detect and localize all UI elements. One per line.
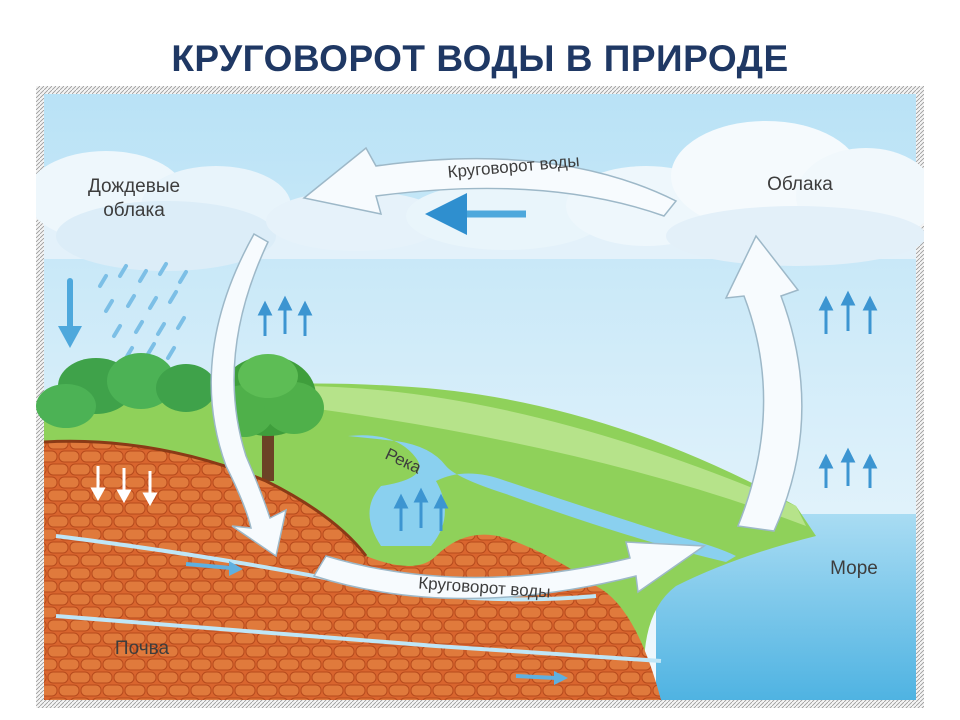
cycle-arrow-right — [724, 234, 803, 532]
infiltration-arrows — [90, 466, 158, 507]
page-title: КРУГОВОРОТ ВОДЫ В ПРИРОДЕ — [171, 38, 789, 79]
flow-arrow-icon — [185, 561, 568, 685]
cycle-arrow-bottom — [312, 541, 707, 600]
label-soil: Почва — [115, 638, 170, 659]
label-sea: Море — [830, 558, 878, 579]
label-rain-clouds-1: Дождевые — [88, 176, 180, 197]
evaporation-arrow-icon — [257, 290, 878, 531]
label-clouds: Облака — [767, 174, 833, 195]
tree-icon — [214, 354, 324, 481]
cycle-arrow-top — [302, 146, 678, 217]
bushes — [36, 353, 216, 428]
label-rain-clouds-2: облака — [103, 200, 165, 221]
river — [348, 435, 736, 562]
cycle-arrows — [210, 146, 803, 600]
cycle-arrow-left — [210, 232, 288, 558]
water-cycle-diagram: Дождевые облака Облака Река Море Почва К… — [36, 86, 924, 708]
